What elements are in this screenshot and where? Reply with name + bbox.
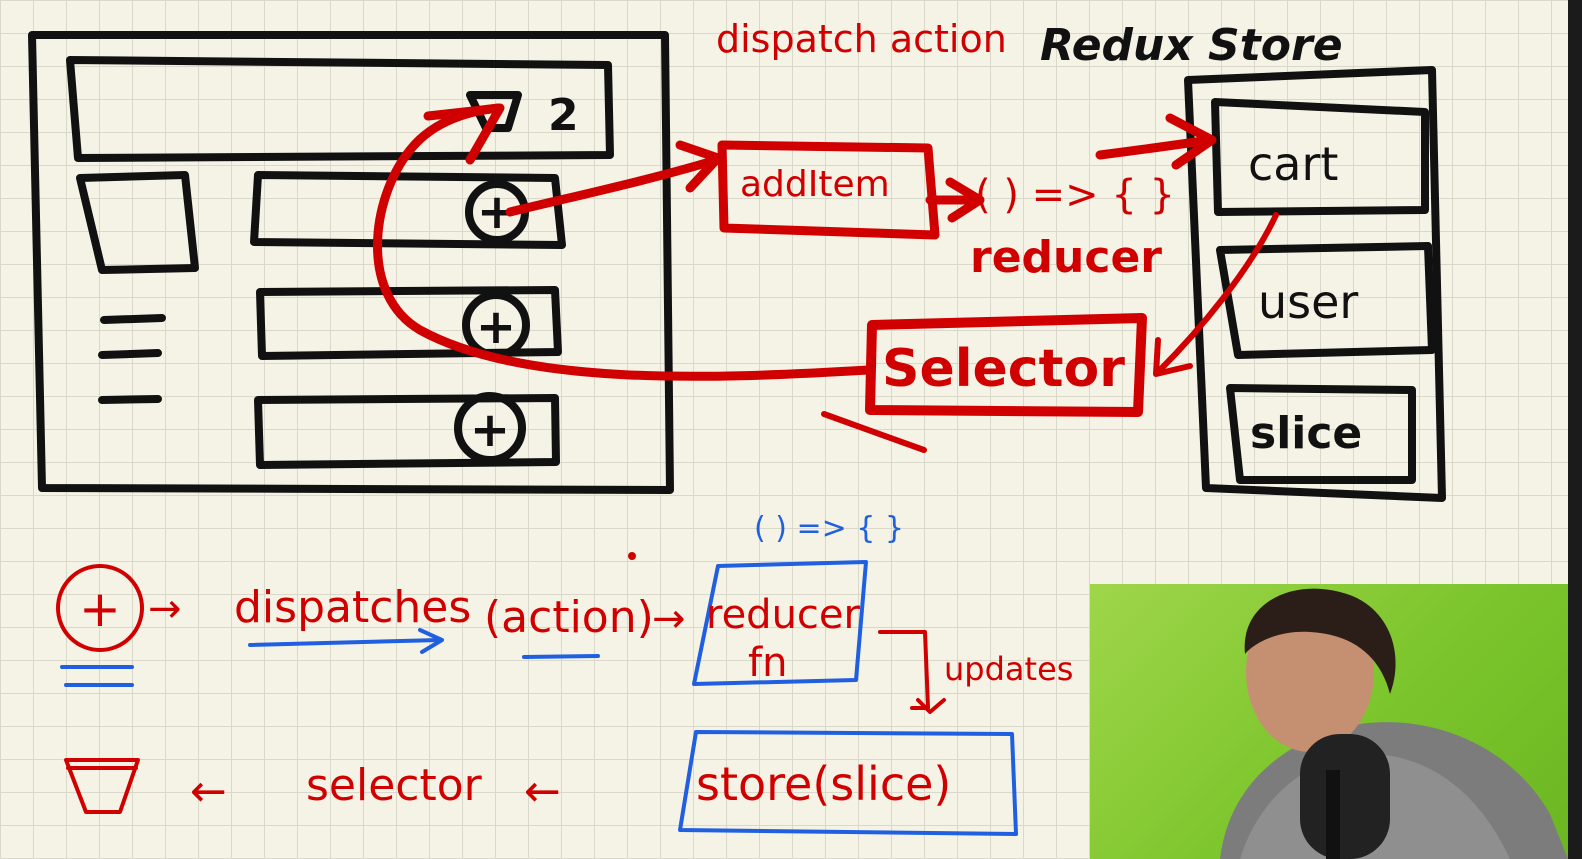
- reducer-box: [692, 560, 868, 686]
- flow-store: store(slice): [696, 757, 951, 811]
- list-item: [250, 171, 566, 249]
- reducer-fn: ( ) => { }: [975, 172, 1175, 218]
- store-box: [678, 730, 1018, 836]
- store-frame: [1184, 66, 1446, 502]
- flow-arrow: →: [652, 596, 686, 642]
- dispatch-label: dispatch action: [716, 17, 1007, 61]
- flow-updates: updates: [944, 650, 1073, 688]
- list-item: [256, 286, 562, 360]
- window-edge: [1568, 0, 1582, 859]
- arrow-to-action: [505, 155, 721, 217]
- plus-icon: +: [462, 291, 530, 359]
- arrow-selector-to-cart: [373, 103, 873, 381]
- svg-text:+: +: [476, 299, 516, 355]
- plus-icon: [56, 564, 144, 652]
- redux-store: Redux Store cart user slice: [1040, 20, 1446, 502]
- slice-user-label: user: [1258, 275, 1358, 329]
- presenter-silhouette: [1220, 588, 1568, 859]
- cart-icon: [64, 758, 140, 814]
- slice-generic: [1226, 384, 1416, 484]
- webcam-feed: [1090, 584, 1568, 859]
- slice-user: [1216, 242, 1436, 359]
- image-placeholder: [76, 171, 199, 274]
- slice-generic-label: slice: [1250, 408, 1362, 459]
- selector-box: [865, 313, 1147, 417]
- plus-icon: +: [454, 392, 526, 464]
- hamburger-icon: [98, 314, 166, 404]
- selector-label: Selector: [882, 339, 1125, 399]
- app-frame: [28, 31, 674, 494]
- list-item: [254, 394, 560, 469]
- action-box: [717, 140, 940, 240]
- underline-mark: [821, 411, 927, 453]
- flow-fn: fn: [748, 640, 787, 686]
- cart-count: 2: [548, 90, 579, 141]
- store-heading: Redux Store: [1040, 20, 1343, 71]
- reducer-label: reducer: [970, 232, 1162, 283]
- flow-arrow: →: [148, 586, 182, 632]
- redux-flow-top: dispatch action addItem ( ) => { } reduc…: [373, 17, 1279, 453]
- flow-row-1: + → dispatches (action) → ( ) => { } red…: [56, 511, 1073, 714]
- flow-selector: selector: [306, 760, 483, 811]
- svg-text:+: +: [470, 402, 510, 458]
- flow-action: (action): [484, 592, 654, 643]
- flow-reducer-fn: ( ) => { }: [754, 511, 904, 546]
- action-box-label: addItem: [740, 164, 890, 205]
- app-header: [66, 56, 614, 162]
- app-mockup: 2 + + +: [28, 31, 674, 494]
- flow-row-2: ← selector ← store(slice): [64, 730, 1018, 836]
- arrow-to-selector: [1155, 212, 1279, 375]
- flow-arrow: ←: [524, 766, 561, 817]
- flow-dispatches: dispatches: [234, 582, 471, 633]
- slice-cart: [1211, 98, 1429, 216]
- flow-plus: +: [79, 580, 121, 638]
- flow-reducer: reducer: [706, 592, 861, 638]
- flow-arrow: ←: [190, 766, 227, 817]
- arrow-to-cart: [1095, 135, 1215, 160]
- slice-cart-label: cart: [1248, 137, 1338, 191]
- cart-icon: [466, 91, 522, 132]
